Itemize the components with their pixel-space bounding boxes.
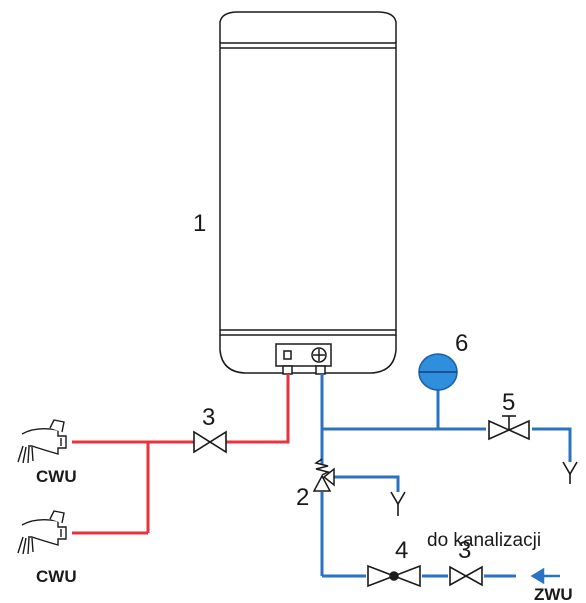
- label-expansion-vessel: 6: [455, 330, 468, 357]
- pressure-reducer[interactable]: [367, 564, 421, 588]
- water-heater-tank: [219, 11, 397, 375]
- drain-funnel-right: [562, 461, 578, 484]
- label-heater: 1: [193, 210, 206, 237]
- label-drain-valve: 5: [502, 389, 515, 416]
- faucet-icon: [17, 510, 67, 555]
- gate-valve-cold[interactable]: [449, 565, 483, 587]
- label-cwu-bottom: CWU: [36, 567, 77, 586]
- gate-valve-hot[interactable]: [193, 430, 227, 454]
- expansion-vessel: [418, 353, 458, 391]
- faucet-icon: [17, 419, 67, 464]
- faucet-bottom: [17, 510, 67, 555]
- label-valve-cold: 3: [458, 537, 471, 564]
- drain-funnel-icon: [562, 461, 578, 476]
- drain-valve[interactable]: [488, 415, 530, 441]
- safety-valve-icon: [312, 458, 335, 492]
- arrow-left-icon: [530, 567, 560, 585]
- label-drain-text: do kanalizacji: [427, 530, 541, 551]
- label-safety-valve: 2: [296, 484, 309, 511]
- hot-water-piping: [72, 374, 290, 535]
- safety-valve: [312, 458, 335, 492]
- cold-water-piping: [320, 374, 572, 578]
- label-cwu-top: CWU: [36, 467, 77, 486]
- pressure-reducer-icon: [367, 564, 421, 588]
- gate-valve-icon: [449, 565, 483, 587]
- faucet-top: [17, 419, 67, 464]
- cold-water-inlet-arrow: [530, 567, 560, 585]
- label-reducer: 4: [395, 537, 408, 564]
- label-valve-hot: 3: [202, 404, 215, 431]
- label-zwu: ZWU: [534, 585, 573, 603]
- drain-funnel-icon: [390, 491, 406, 506]
- gate-valve-icon: [193, 430, 227, 454]
- drain-funnel-left: [390, 491, 406, 516]
